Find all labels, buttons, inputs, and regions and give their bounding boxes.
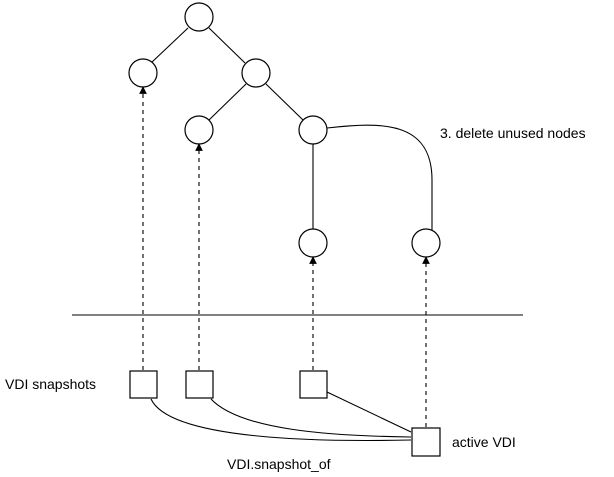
snapshot-box-2 (185, 370, 214, 399)
active-vdi-label: active VDI (452, 434, 516, 450)
node-level2-left (184, 115, 214, 145)
edge-root-left (150, 27, 189, 64)
link-snapshot-1-to-active (150, 398, 412, 442)
snapshot-box-3 (299, 370, 328, 399)
snapshot-pointers (139, 86, 430, 427)
node-level2-right (298, 115, 328, 145)
snapshot-of-links (150, 391, 412, 442)
edge-mid-to-lower-right (265, 83, 304, 121)
link-snapshot-2-to-active (210, 398, 412, 438)
tree-nodes (128, 2, 441, 258)
edge-root-right (208, 27, 246, 64)
node-level3-right (411, 228, 441, 258)
node-level1-left (128, 58, 158, 88)
edge-mid-to-lower-left (208, 83, 247, 121)
vdi-snapshot-boxes (129, 370, 441, 457)
tree-edges (150, 27, 433, 230)
vdi-snapshots-label: VDI snapshots (5, 376, 96, 392)
node-level3-left (298, 228, 328, 258)
snapshot-box-1 (129, 370, 158, 399)
active-vdi-box (411, 427, 441, 457)
node-root (184, 2, 214, 32)
link-snapshot-3-to-active (326, 391, 412, 433)
node-level1-right (241, 58, 271, 88)
edge-lower-right-curve (326, 124, 433, 230)
delete-note-label: 3. delete unused nodes (440, 125, 586, 141)
snapshot-of-label: VDI.snapshot_of (227, 456, 331, 472)
